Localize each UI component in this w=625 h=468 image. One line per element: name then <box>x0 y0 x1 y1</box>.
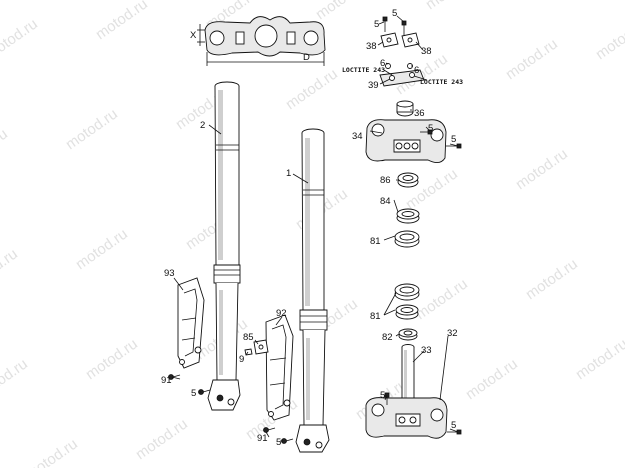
part-number-38b: 38 <box>421 46 432 57</box>
part-number-9: 9 <box>239 354 244 365</box>
watermark-text: motod.ru <box>0 245 21 293</box>
watermark-text: motod.ru <box>423 0 481 13</box>
part-number-36: 36 <box>414 108 425 119</box>
bearing-cover-84 <box>396 208 420 224</box>
handlebar-clamps-38 <box>380 32 420 48</box>
seal-82 <box>398 328 418 341</box>
part-number-5g: 5 <box>380 390 385 401</box>
watermark-text: motod.ru <box>403 165 461 213</box>
part-number-38a: 38 <box>366 41 377 52</box>
lower-triple-clamp-32 <box>365 392 462 439</box>
bearing-81-lower <box>394 283 420 320</box>
part-number-5d: 5 <box>392 8 397 19</box>
part-number-91a: 91 <box>161 375 172 386</box>
washer-6 <box>385 63 413 69</box>
steering-stem-33 <box>401 344 415 411</box>
part-number-6a: 6 <box>380 58 385 69</box>
part-number-5e: 5 <box>428 123 433 134</box>
leader-lines <box>171 15 459 442</box>
top-bolts <box>382 16 407 36</box>
watermark-text: motod.ru <box>313 0 371 23</box>
watermark-text: motod.ru <box>63 105 121 153</box>
watermark-text: motod.ru <box>503 35 561 83</box>
part-number-86: 86 <box>380 175 391 186</box>
watermark-text: motod.ru <box>93 0 151 43</box>
part-number-5c: 5 <box>374 19 379 30</box>
part-number-33: 33 <box>421 345 432 356</box>
dim-x-label: X <box>190 30 197 41</box>
watermark-text: motod.ru <box>23 435 81 468</box>
part-number-84: 84 <box>380 196 391 207</box>
watermark-text: motod.ru <box>0 125 11 173</box>
note-loctite-right: LOCTITE 243 <box>420 78 463 86</box>
watermark-text: motod.ru <box>83 335 141 383</box>
part-number-5h: 5 <box>451 420 456 431</box>
bearing-81-upper <box>394 230 420 248</box>
dust-seal-86 <box>397 172 419 188</box>
upper-triple-clamp-34 <box>365 119 462 163</box>
watermark-text: motod.ru <box>283 65 341 113</box>
watermark-text: motod.ru <box>463 355 521 403</box>
note-loctite-left: LOCTITE 243 <box>342 66 385 74</box>
watermark-text: motod.ru <box>73 225 131 273</box>
part-number-1: 1 <box>286 168 291 179</box>
part-number-39: 39 <box>368 80 379 91</box>
watermark-text: motod.ru <box>533 0 591 3</box>
watermark-text: motod.ru <box>0 355 31 403</box>
fork-guard-93 <box>177 277 205 369</box>
part-number-5b: 5 <box>276 437 281 448</box>
watermark-text: motod.ru <box>513 145 571 193</box>
watermark-text: motod.ru <box>133 415 191 463</box>
part-number-91b: 91 <box>257 433 268 444</box>
part-number-5a: 5 <box>191 388 196 399</box>
part-number-93: 93 <box>164 268 175 279</box>
part-number-2: 2 <box>200 120 205 131</box>
watermark-text: motod.ru <box>593 15 625 63</box>
part-number-32: 32 <box>447 328 458 339</box>
fork-leg-1 <box>295 128 330 453</box>
watermark-text: motod.ru <box>523 255 581 303</box>
part-number-82: 82 <box>382 332 393 343</box>
part-number-6b: 6 <box>414 65 419 76</box>
watermark-text: motod.ru <box>573 335 625 383</box>
triple-clamp-dimension-sketch: X D <box>190 16 326 66</box>
part-number-34: 34 <box>352 131 363 142</box>
part-number-85: 85 <box>243 332 254 343</box>
watermark-text: motod.ru <box>413 275 471 323</box>
part-number-92: 92 <box>276 308 287 319</box>
fork-guard-92 <box>265 314 294 421</box>
dim-d-label: D <box>303 52 310 63</box>
watermark-text: motod.ru <box>0 15 41 63</box>
part-number-81b: 81 <box>370 311 381 322</box>
part-number-81a: 81 <box>370 236 381 247</box>
fork-leg-2 <box>207 81 241 411</box>
part-number-5f: 5 <box>451 134 456 145</box>
nut-36 <box>396 100 414 117</box>
